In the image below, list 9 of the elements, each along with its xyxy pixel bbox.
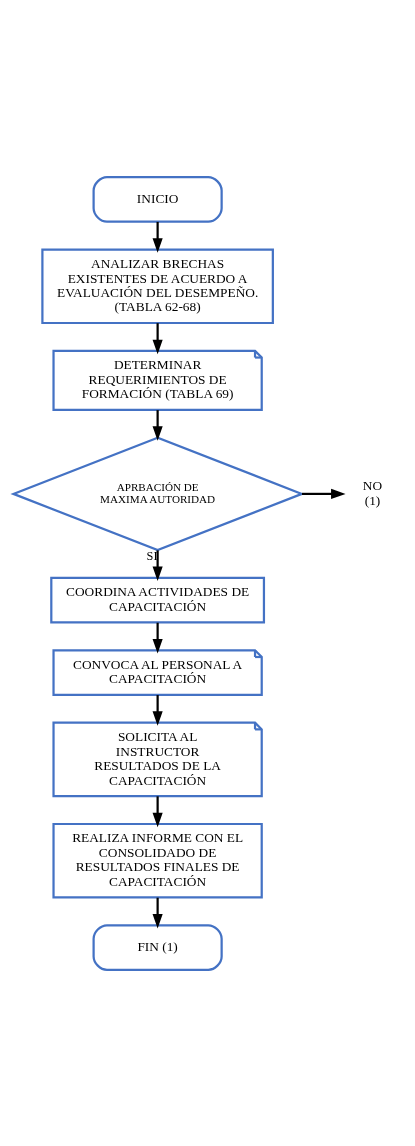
edge-label: SI: [146, 548, 157, 563]
node-box: FIN (1): [92, 923, 223, 971]
node-box: COORDINA ACTIVIDADES DE CAPACITACIÓN: [49, 576, 265, 624]
node-text: NO (1): [362, 477, 382, 508]
node-box: REALIZA INFORME CON EL CONSOLIDADO DE RESULTADOS FINALES DE CAPACITACIÓN: [51, 822, 263, 899]
node-box: INICIO: [92, 175, 223, 223]
arrow: [301, 488, 346, 499]
node-diamond: APRBACIÓN DE MAXIMA AUTORIDAD: [9, 436, 305, 551]
node-box: ANALIZAR BRECHAS EXISTENTES DE ACUERDO A EVALUACIÓN DEL DESEMPEÑO. (TABLA 62-68): [40, 247, 274, 324]
